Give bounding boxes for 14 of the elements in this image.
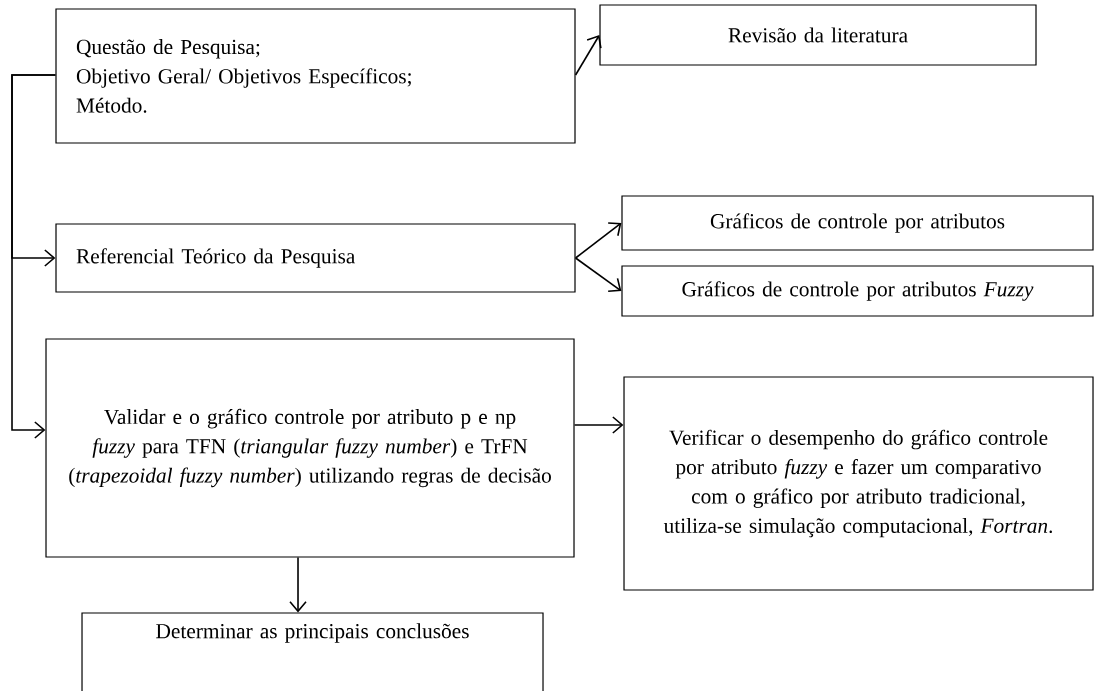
arrow [289,556,307,613]
process-box: Determinar as principais conclusões [81,612,544,691]
arrow [574,222,622,259]
process-box: Verificar o desempenho do gráfico controle por atributo fuzzy e fazer um comparativo com o gráfico por atributo tradicional, utiliza-se simulação computacional, Fortran. [623,376,1094,591]
process-box: Validar e o gráfico controle por atributo p e np fuzzy para TFN (triangular fuzzy number) e TrFN (trapezoidal fuzzy number) utilizando regras de decisão [45,338,575,558]
arrow [11,74,57,439]
arrow [574,35,602,76]
process-box: Revisão da literatura [599,4,1037,66]
process-box: Referencial Teórico da Pesquisa [55,223,576,293]
process-box: Gráficos de controle por atributos Fuzzy [621,265,1094,317]
arrow [573,416,624,434]
process-box: Gráficos de controle por atributos [621,195,1094,251]
process-box: Questão de Pesquisa; Objetivo Geral/ Objetivos Específicos; Método. [55,8,576,144]
arrow [574,257,622,293]
